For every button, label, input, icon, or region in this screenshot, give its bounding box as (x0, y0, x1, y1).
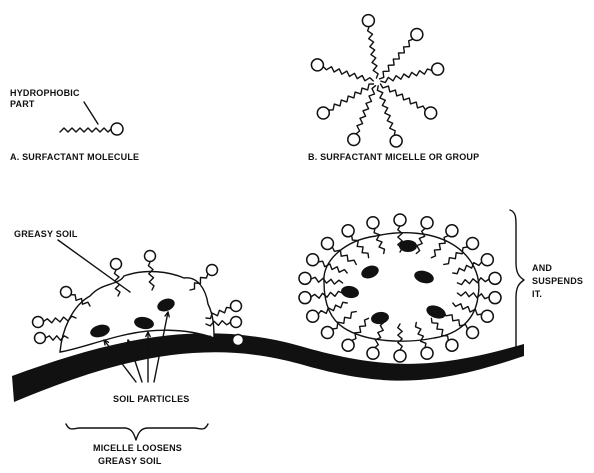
surfactant-head (307, 254, 319, 266)
surfactant-tail (368, 27, 379, 79)
caption-surfactant-molecule: A. SURFACTANT MOLECULE (10, 152, 139, 162)
loosens-label-line1: MICELLE LOOSENS (93, 443, 182, 453)
star-surfactant (381, 84, 437, 119)
surfactant-head (342, 225, 354, 237)
surfactant-head (321, 237, 333, 249)
surfactant-head (425, 107, 437, 119)
surfactant-head (317, 107, 329, 119)
surfactant-head (446, 339, 458, 351)
surfactant-tail (380, 39, 413, 79)
surfactant-head (348, 133, 360, 145)
hydrophobic-label-line1: HYDROPHOBIC (10, 88, 80, 98)
surfactant-head (481, 254, 493, 266)
suspends-label-line3: IT. (532, 289, 542, 299)
surfactant-head (489, 292, 501, 304)
surfactant-head (33, 317, 44, 328)
star-surfactant (348, 86, 376, 146)
surfactant-head (394, 350, 406, 362)
greasy-soil-label: GREASY SOIL (14, 229, 78, 239)
surfactant-head (446, 225, 458, 237)
surfactant-head (421, 217, 433, 229)
surfactant-head (111, 259, 122, 270)
surfactant-head (233, 335, 244, 346)
surfactant-head (61, 287, 72, 298)
micelle-star-b (311, 15, 443, 147)
surfactant-molecule-a: HYDROPHOBIC PART A. SURFACTANT MOLECULE (10, 88, 139, 162)
suspends-label-line1: AND (532, 263, 552, 273)
soil-surfactant (61, 287, 91, 307)
soil-particles-label: SOIL PARTICLES (113, 394, 189, 404)
molecule-head (111, 123, 123, 135)
star-surfactant (311, 59, 373, 81)
surfactant-head (35, 333, 46, 344)
surfactant-head (367, 217, 379, 229)
suspends-bracket (510, 210, 524, 358)
surfactant-head (231, 301, 242, 312)
hydrophobic-label-line2: PART (10, 99, 35, 109)
hydrophobic-pointer (84, 102, 98, 124)
surfactant-head (432, 63, 444, 75)
surfactant-head (411, 29, 423, 41)
surfactant-head (207, 265, 218, 276)
suspended-soil-particle (399, 240, 417, 252)
loosens-label-line2: GREASY SOIL (98, 456, 162, 466)
surfactant-head (231, 317, 242, 328)
surfactant-head (467, 237, 479, 249)
surfactant-head (421, 347, 433, 359)
surfactant-head (299, 292, 311, 304)
surfactant-head (390, 135, 402, 147)
star-surfactant (362, 15, 378, 78)
surfactant-tail (323, 67, 373, 81)
surfactant-tail (381, 84, 426, 110)
surfactant-head (307, 310, 319, 322)
surfactant-head (362, 15, 374, 27)
surfactant-head (489, 272, 501, 284)
surfactant-head (481, 310, 493, 322)
molecule-tail (60, 128, 111, 132)
surfactant-head (342, 339, 354, 351)
loosens-bracket (66, 424, 208, 440)
surfactant-head (467, 327, 479, 339)
suspended-micelle (299, 214, 501, 362)
surfactant-head (311, 59, 323, 71)
surfactant-head (321, 327, 333, 339)
star-surfactant (381, 63, 444, 82)
star-surfactant (380, 29, 423, 79)
surfactant-head (299, 272, 311, 284)
surfactant-head (394, 214, 406, 226)
caption-surfactant-micelle: B. SURFACTANT MICELLE OR GROUP (308, 152, 479, 162)
surfactant-head (145, 251, 156, 262)
surfactant-head (367, 347, 379, 359)
suspends-label-line2: SUSPENDS (532, 276, 583, 286)
soil-surfactant (190, 265, 218, 291)
surfactant-tail (377, 86, 395, 136)
